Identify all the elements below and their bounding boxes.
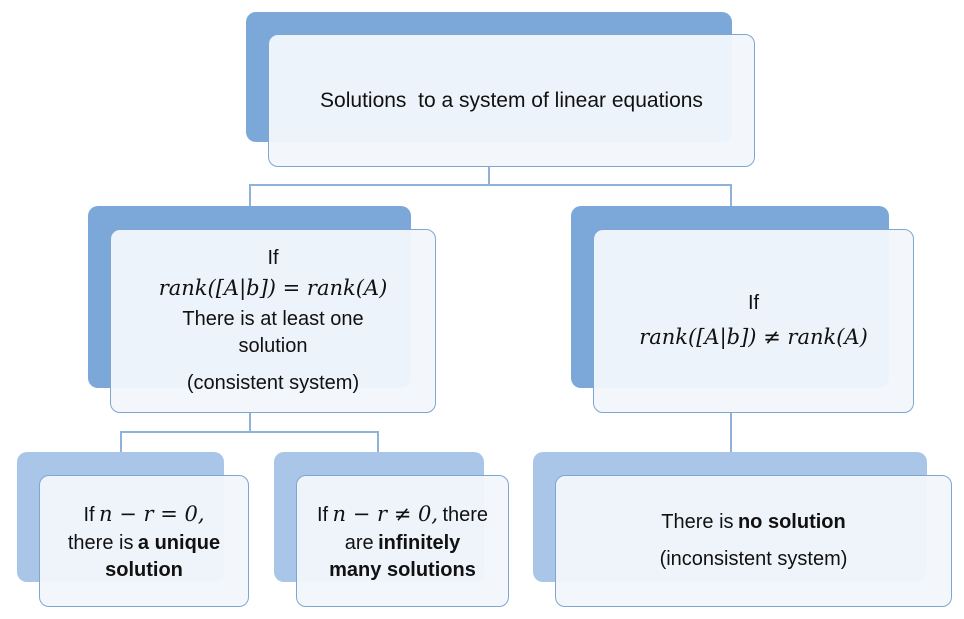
unique-line2-bold: a unique	[137, 532, 221, 554]
consistent-note: (consistent system)	[186, 372, 360, 394]
connector-to-left	[249, 184, 251, 206]
infinite-line3-bold: many solutions	[329, 559, 476, 581]
connector-root-down	[488, 166, 490, 185]
infinite-line2-plain: are	[344, 532, 374, 554]
no-solution-bold: no solution	[737, 511, 846, 533]
unique-node: If n − r = 0, there is a unique solution	[39, 475, 249, 607]
no-solution-note: (inconsistent system)	[659, 548, 848, 570]
connector-right-down	[730, 412, 732, 452]
consistent-node: If rank([A|b]) = rank(A) There is at lea…	[110, 229, 436, 413]
consistent-if-label: If	[267, 247, 279, 269]
inconsistent-condition-node: If rank([A|b]) ≠ rank(A)	[593, 229, 914, 413]
connector-root-horizontal	[249, 184, 730, 186]
no-solution-line1: There is no solution	[661, 509, 845, 536]
unique-line3-bold: solution	[105, 559, 183, 581]
consistent-desc-line1: There is at least one	[182, 308, 364, 330]
unique-line2: there is a unique	[68, 530, 220, 557]
no-solution-node: There is no solution (inconsistent syste…	[555, 475, 952, 607]
infinite-node: If n − r ≠ 0, there are infinitely many …	[296, 475, 509, 607]
root-node-text: Solutions to a system of linear equation…	[320, 89, 703, 112]
no-solution-plain: There is	[661, 511, 734, 533]
connector-left-horizontal	[120, 431, 378, 433]
unique-line2-plain: there is	[67, 532, 134, 554]
unique-condition: n − r = 0,	[99, 502, 205, 526]
consistent-condition: rank([A|b]) = rank(A)	[158, 276, 388, 300]
root-node: Solutions to a system of linear equation…	[268, 34, 755, 167]
inconsistent-if-label: If	[747, 291, 760, 314]
consistent-desc-line2: solution	[238, 335, 308, 357]
infinite-suffix: there	[442, 504, 489, 526]
infinite-line1: If n − r ≠ 0, there	[317, 498, 488, 530]
connector-to-infinite	[377, 431, 379, 453]
infinite-line2-bold: infinitely	[378, 532, 461, 554]
connector-to-right	[730, 184, 732, 206]
unique-prefix: If	[83, 504, 95, 526]
connector-to-unique	[120, 431, 122, 453]
infinite-condition: n − r ≠ 0,	[332, 502, 439, 526]
infinite-prefix: If	[316, 504, 329, 526]
infinite-line2: are infinitely	[345, 530, 461, 557]
unique-line1: If n − r = 0,	[83, 498, 204, 530]
inconsistent-condition: rank([A|b]) ≠ rank(A)	[639, 324, 868, 349]
connector-left-down	[249, 412, 251, 432]
